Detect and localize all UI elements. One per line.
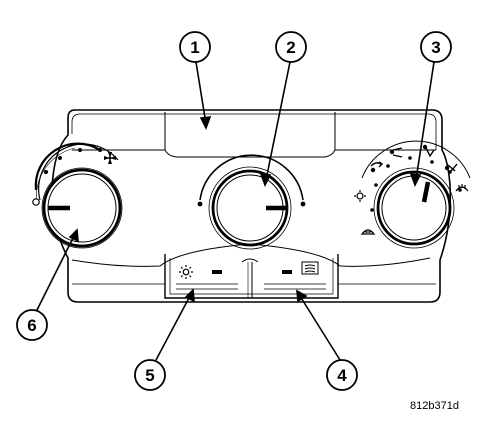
floor-icon: [422, 144, 435, 158]
lower-button-bezel: [164, 254, 339, 299]
ac-button: [176, 265, 238, 290]
fan-knob-bezel: [38, 143, 119, 201]
sun-icon: [179, 265, 193, 279]
mode-knob-bezel: [361, 140, 471, 179]
callout-6: 6: [16, 309, 48, 341]
svg-text:2: 2: [286, 38, 295, 57]
fan-speed-scale-arc: [34, 142, 101, 191]
leader-5: [155, 295, 191, 361]
mix-icon: [354, 190, 366, 202]
callout-4: 4: [326, 359, 358, 391]
svg-text:5: 5: [145, 366, 154, 385]
front-defrost-icon: [455, 184, 469, 192]
svg-text:4: 4: [337, 366, 347, 385]
svg-text:3: 3: [431, 38, 440, 57]
rear-defrost-icon: [301, 261, 319, 275]
mode-knob: [354, 140, 471, 249]
callout-3: 3: [420, 31, 452, 63]
mode-knob-pointer: [421, 181, 431, 203]
rear-defrost-button: [264, 261, 326, 290]
recirculation-icon: [360, 229, 376, 235]
rear-defrost-indicator: [282, 270, 292, 274]
svg-text:1: 1: [190, 38, 199, 57]
figure-code: 812b371d: [410, 400, 459, 412]
ac-indicator: [212, 270, 222, 274]
bi-level-icon: [389, 147, 403, 158]
temperature-knob: [197, 154, 306, 250]
fan-speed-knob: [32, 142, 123, 249]
leader-4: [299, 295, 341, 361]
panel-top-segments: [72, 112, 436, 158]
leader-1: [195, 61, 207, 125]
fan-icon: [104, 152, 116, 164]
leader-6: [35, 235, 75, 313]
face-vent-icon: [370, 161, 384, 173]
panel-lower-contour: [71, 243, 431, 267]
callout-1: 1: [179, 31, 211, 63]
leader-3: [415, 61, 435, 181]
callout-5: 5: [134, 359, 166, 391]
leader-lines: [35, 61, 435, 361]
panel-inner-bezel: [71, 113, 437, 150]
svg-text:6: 6: [27, 316, 36, 335]
floor-defrost-icon: [444, 163, 458, 173]
temp-scale-arc: [199, 154, 304, 201]
callout-2: 2: [275, 31, 307, 63]
leader-2: [265, 61, 291, 181]
